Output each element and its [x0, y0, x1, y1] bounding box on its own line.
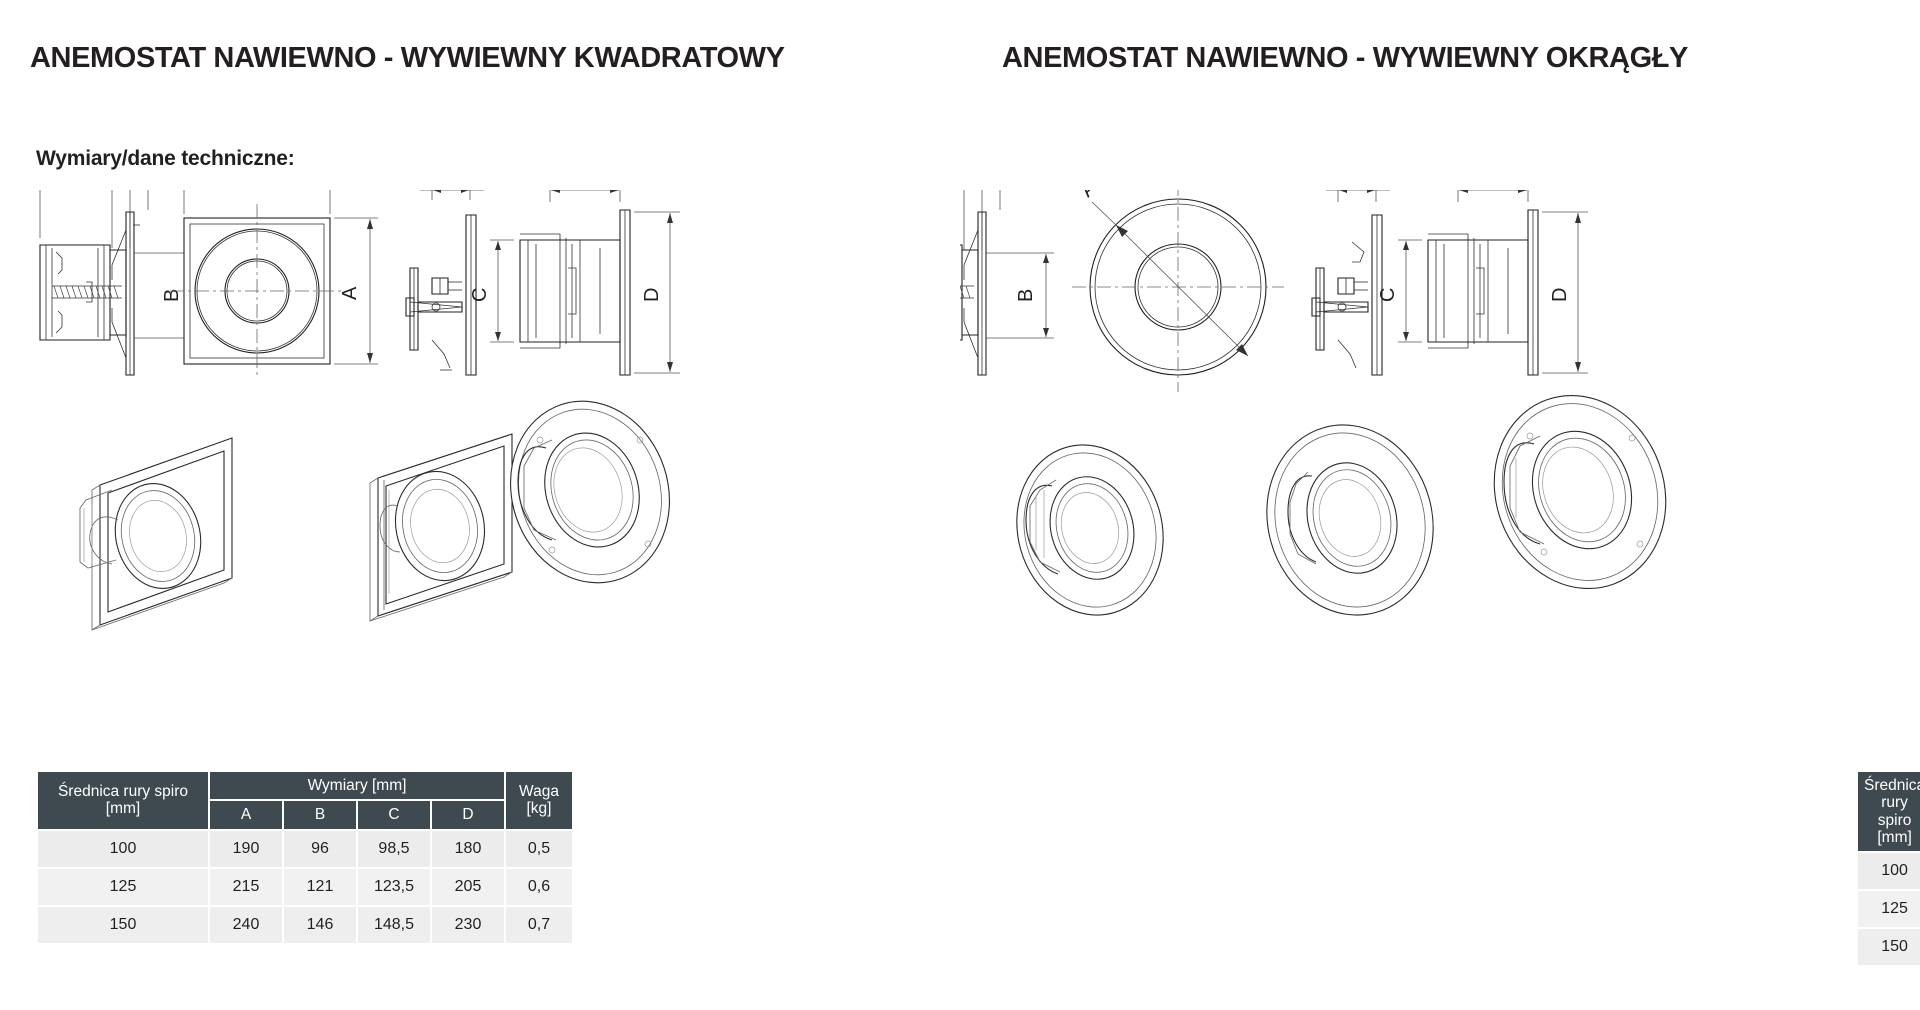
col-header-spiro: Średnica rury spiro [mm]: [1858, 772, 1920, 852]
cell-A: 190: [210, 830, 282, 867]
cell-waga: 0,6: [506, 868, 572, 905]
cell-spiro: 125: [1858, 891, 1920, 928]
col-header-waga: Waga [kg]: [506, 772, 572, 829]
view-square-front: [170, 190, 378, 378]
col-header-waga-line2: [kg]: [526, 800, 552, 818]
product-panel-round: ANEMOSTAT NAWIEWNO - WYWIEWNY OKRĄGŁY: [960, 0, 1920, 1010]
col-header-spiro-line1: Średnica rury spiro: [1864, 777, 1920, 829]
render-square-front-iso: [79, 437, 233, 631]
render-round-front-iso: [1016, 444, 1164, 616]
cell-B: 146: [284, 906, 356, 943]
col-header-spiro-line2: [mm]: [105, 800, 141, 818]
spec-table-square: Średnica rury spiro [mm] Wymiary [mm] Wa…: [36, 770, 574, 945]
view-round-profile-37: [1311, 190, 1390, 376]
cad-drawing-round: 71 10 B A: [960, 190, 1667, 616]
table-row: 125 215 121 123,5 205 0,6: [1858, 891, 1920, 928]
render-round-angled-iso: [1493, 394, 1667, 590]
cell-spiro: 100: [38, 830, 208, 867]
dim-label-D: D: [641, 288, 663, 302]
col-header-C: C: [358, 801, 430, 829]
col-header-wymiary: Wymiary [mm]: [210, 772, 504, 800]
render-square-angled-iso: [369, 433, 513, 622]
cell-waga: 0,5: [506, 830, 572, 867]
page-title-square: ANEMOSTAT NAWIEWNO - WYWIEWNY KWADRATOWY: [30, 42, 785, 74]
dim-label-B: B: [161, 289, 183, 302]
table-header-row-2: A B C D: [38, 801, 572, 829]
render-round-flange-iso: [510, 400, 670, 584]
render-round-flat-iso: [1266, 424, 1434, 616]
dim-label-C: C: [1377, 288, 1399, 302]
technical-drawings-round: 71 10 B A: [960, 190, 1920, 730]
cell-C: 98,5: [358, 830, 430, 867]
view-round-side-section: [960, 190, 1054, 376]
table-header-row-1: Średnica rury spiro [mm] Wymiary [mm] Wa…: [1858, 772, 1920, 852]
table-header-row-1: Średnica rury spiro [mm] Wymiary [mm] Wa…: [38, 772, 572, 829]
section-subtitle-dimensions: Wymiary/dane techniczne:: [36, 147, 295, 170]
col-header-waga-line1: Waga: [519, 783, 559, 800]
page-title-round: ANEMOSTAT NAWIEWNO - WYWIEWNY OKRĄGŁY: [1002, 42, 1688, 74]
cell-A: 240: [210, 906, 282, 943]
cell-D: 205: [432, 868, 504, 905]
col-header-spiro-line2: [mm]: [1877, 829, 1912, 847]
table-row: 125 215 121 123,5 205 0,6: [38, 868, 572, 905]
view-round-front: [1072, 190, 1284, 392]
col-header-A: A: [210, 801, 282, 829]
technical-drawings-square: 71 10 B: [0, 190, 960, 730]
col-header-spiro-line1: Średnica rury spiro: [57, 783, 189, 800]
dim-label-B: B: [1015, 289, 1037, 302]
table-row: 100 190 96 98,5 180 0,5: [1858, 853, 1920, 890]
view-round-spigot-72: [1398, 190, 1588, 376]
cell-C: 148,5: [358, 906, 430, 943]
spec-table-round: Średnica rury spiro [mm] Wymiary [mm] Wa…: [1856, 770, 1920, 967]
dim-label-A-side: A: [339, 286, 361, 300]
cell-D: 180: [432, 830, 504, 867]
cell-C: 123,5: [358, 868, 430, 905]
cell-waga: 0,7: [506, 906, 572, 943]
table-row: 100 190 96 98,5 180 0,5: [38, 830, 572, 867]
view-square-spigot-72: [490, 190, 680, 376]
cell-spiro: 125: [38, 868, 208, 905]
cad-drawing-square: 71 10 B: [39, 190, 680, 631]
view-square-profile-37: [405, 190, 484, 376]
col-header-spiro: Średnica rury spiro [mm]: [38, 772, 208, 829]
product-panel-square: ANEMOSTAT NAWIEWNO - WYWIEWNY KWADRATOWY…: [0, 42, 960, 945]
dim-label-C: C: [469, 288, 491, 302]
cell-spiro: 150: [1858, 929, 1920, 966]
dim-label-A-diagonal: A: [1076, 190, 1101, 202]
dim-label-D: D: [1549, 288, 1571, 302]
cell-B: 121: [284, 868, 356, 905]
cell-D: 230: [432, 906, 504, 943]
table-row: 150 240 146 148,5 230 0,7: [38, 906, 572, 943]
cell-B: 96: [284, 830, 356, 867]
view-square-side-section: [39, 190, 200, 376]
cell-A: 215: [210, 868, 282, 905]
col-header-D: D: [432, 801, 504, 829]
cell-spiro: 150: [38, 906, 208, 943]
cell-spiro: 100: [1858, 853, 1920, 890]
col-header-B: B: [284, 801, 356, 829]
table-row: 150 240 146 148,5 230 0,7: [1858, 929, 1920, 966]
